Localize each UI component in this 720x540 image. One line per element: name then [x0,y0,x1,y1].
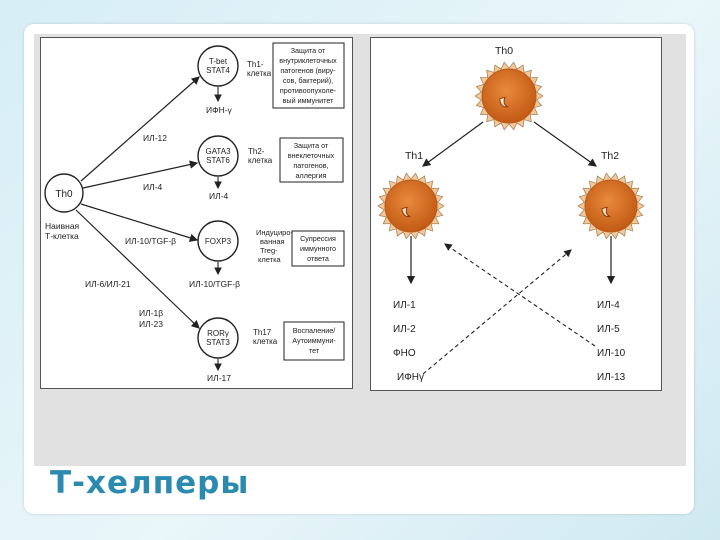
th2-output: ИЛ-4 [209,191,229,201]
th0-top-label: Th0 [495,45,513,57]
slide-title: Т-хелперы [50,465,250,501]
th2-function-box [279,137,344,183]
th17-function-box [283,321,345,361]
th0-cell-drawing [474,61,544,131]
th2-cytokine-2: ИЛ-5 [597,324,620,335]
treg-function-2: иммунного [300,244,336,253]
treg-cell [197,220,239,262]
th2-function-2: внеклеточных [288,151,335,160]
label-il12: ИЛ-12 [143,133,167,143]
th1-name-line1: Th1- [247,60,264,69]
th17-function-1: Воспаление/ [293,326,335,335]
cell-nucleus [601,206,612,218]
cell-body [384,179,438,233]
th2-cytokine-3: ИЛ-10 [597,348,626,359]
label-il4: ИЛ-4 [143,182,163,192]
th1-cell [197,45,239,87]
th1-name-line2: клетка [247,69,272,78]
th2-name-line2: клетка [248,156,273,165]
th2-cell-drawing [577,172,645,240]
th1-function-3: патогенов (виру- [280,66,336,75]
th2-cytokine-1: ИЛ-4 [597,300,620,311]
th17-output: ИЛ-17 [207,373,231,383]
th1-cytokine-2: ИЛ-2 [393,324,416,335]
th1-function-5: противоопухоле- [280,86,337,95]
treg-name-line2: ванная [260,237,285,246]
th17-cell [197,317,239,359]
th17-tf-line2: STAT3 [206,338,230,347]
th0-cell [44,173,84,213]
th2-cytokine-4: ИЛ-13 [597,372,626,383]
arrow-to-treg [80,203,199,242]
label-il10-tgf: ИЛ-10/ТGF-β [125,236,176,246]
th17-name-line2: клетка [253,337,278,346]
th1-cytokine-4: ИФНγ [397,372,424,383]
dashed-ifn-to-th2 [422,249,572,375]
th2-right-label: Th2 [601,150,619,162]
th1-function-box [272,42,345,109]
treg-output: ИЛ-10/ТGF-β [189,279,240,289]
th1-tf-line2: STAT4 [206,66,230,75]
arrow-th0-to-th2 [533,121,597,167]
dashed-il10-to-th1 [444,243,596,347]
th0-caption-line2: Т-клетка [45,231,79,241]
th17-tf-line1: RORγ [207,329,229,338]
th-differentiation-diagram: Th0 Наивная Т-клетка ИЛ-12 ИЛ-4 ИЛ-10/ТG… [40,37,353,389]
th1-function-2: внутриклеточных [279,56,337,65]
th1-output: ИФН-γ [206,105,233,115]
th1-right-label: Th1 [405,150,423,162]
treg-name-line3: Treg- [260,246,278,255]
th1-cell-drawing [377,172,445,240]
th17-name-line1: Th17 [253,328,272,337]
th1-cytokine-3: ФНО [393,348,416,359]
label-il1b: ИЛ-1β [139,308,163,318]
th2-cell [197,135,239,177]
th17-function-3: тет [309,346,320,355]
arrow-to-th17 [75,209,200,329]
treg-function-3: ответа [307,254,329,263]
treg-name-line4: клетка [258,255,282,264]
th1-function-4: сов, бактерий), [283,76,333,85]
treg-function-box [291,230,345,267]
cell-nucleus [498,96,510,108]
th1-cytokine-1: ИЛ-1 [393,300,416,311]
cell-body [481,68,537,124]
th2-function-3: патогенов, [293,161,328,170]
th0-label: Th0 [55,189,73,200]
label-il6-il21: ИЛ-6/ИЛ-21 [85,279,131,289]
cell-nucleus [401,206,412,218]
arrow-to-th1 [80,76,200,182]
th1-th2-diagram: Th0 Th1 Th2 ИЛ-1 ИЛ-2 ФНО ИФНγ ИЛ-4 ИЛ-5… [370,37,662,391]
th2-function-4: аллергия [296,171,327,180]
th2-name-line1: Th2- [248,147,265,156]
treg-name-line1: Индуциро- [256,228,293,237]
th1-tf-line1: T-bet [209,57,228,66]
treg-tf: FOXP3 [205,237,232,246]
th2-tf-line1: GATA3 [205,147,231,156]
th2-tf-line2: STAT6 [206,156,230,165]
label-il23: ИЛ-23 [139,319,163,329]
arrow-th0-to-th1 [422,121,484,167]
th1-function-6: вый иммунитет [283,96,335,105]
th17-function-2: Аутоиммуни- [292,336,336,345]
th2-function-1: Защита от [294,141,329,150]
cell-body [584,179,638,233]
th1-function-1: Защита от [291,46,326,55]
treg-function-1: Супрессия [300,234,336,243]
th0-caption-line1: Наивная [45,221,80,231]
arrow-to-th2 [82,160,199,189]
